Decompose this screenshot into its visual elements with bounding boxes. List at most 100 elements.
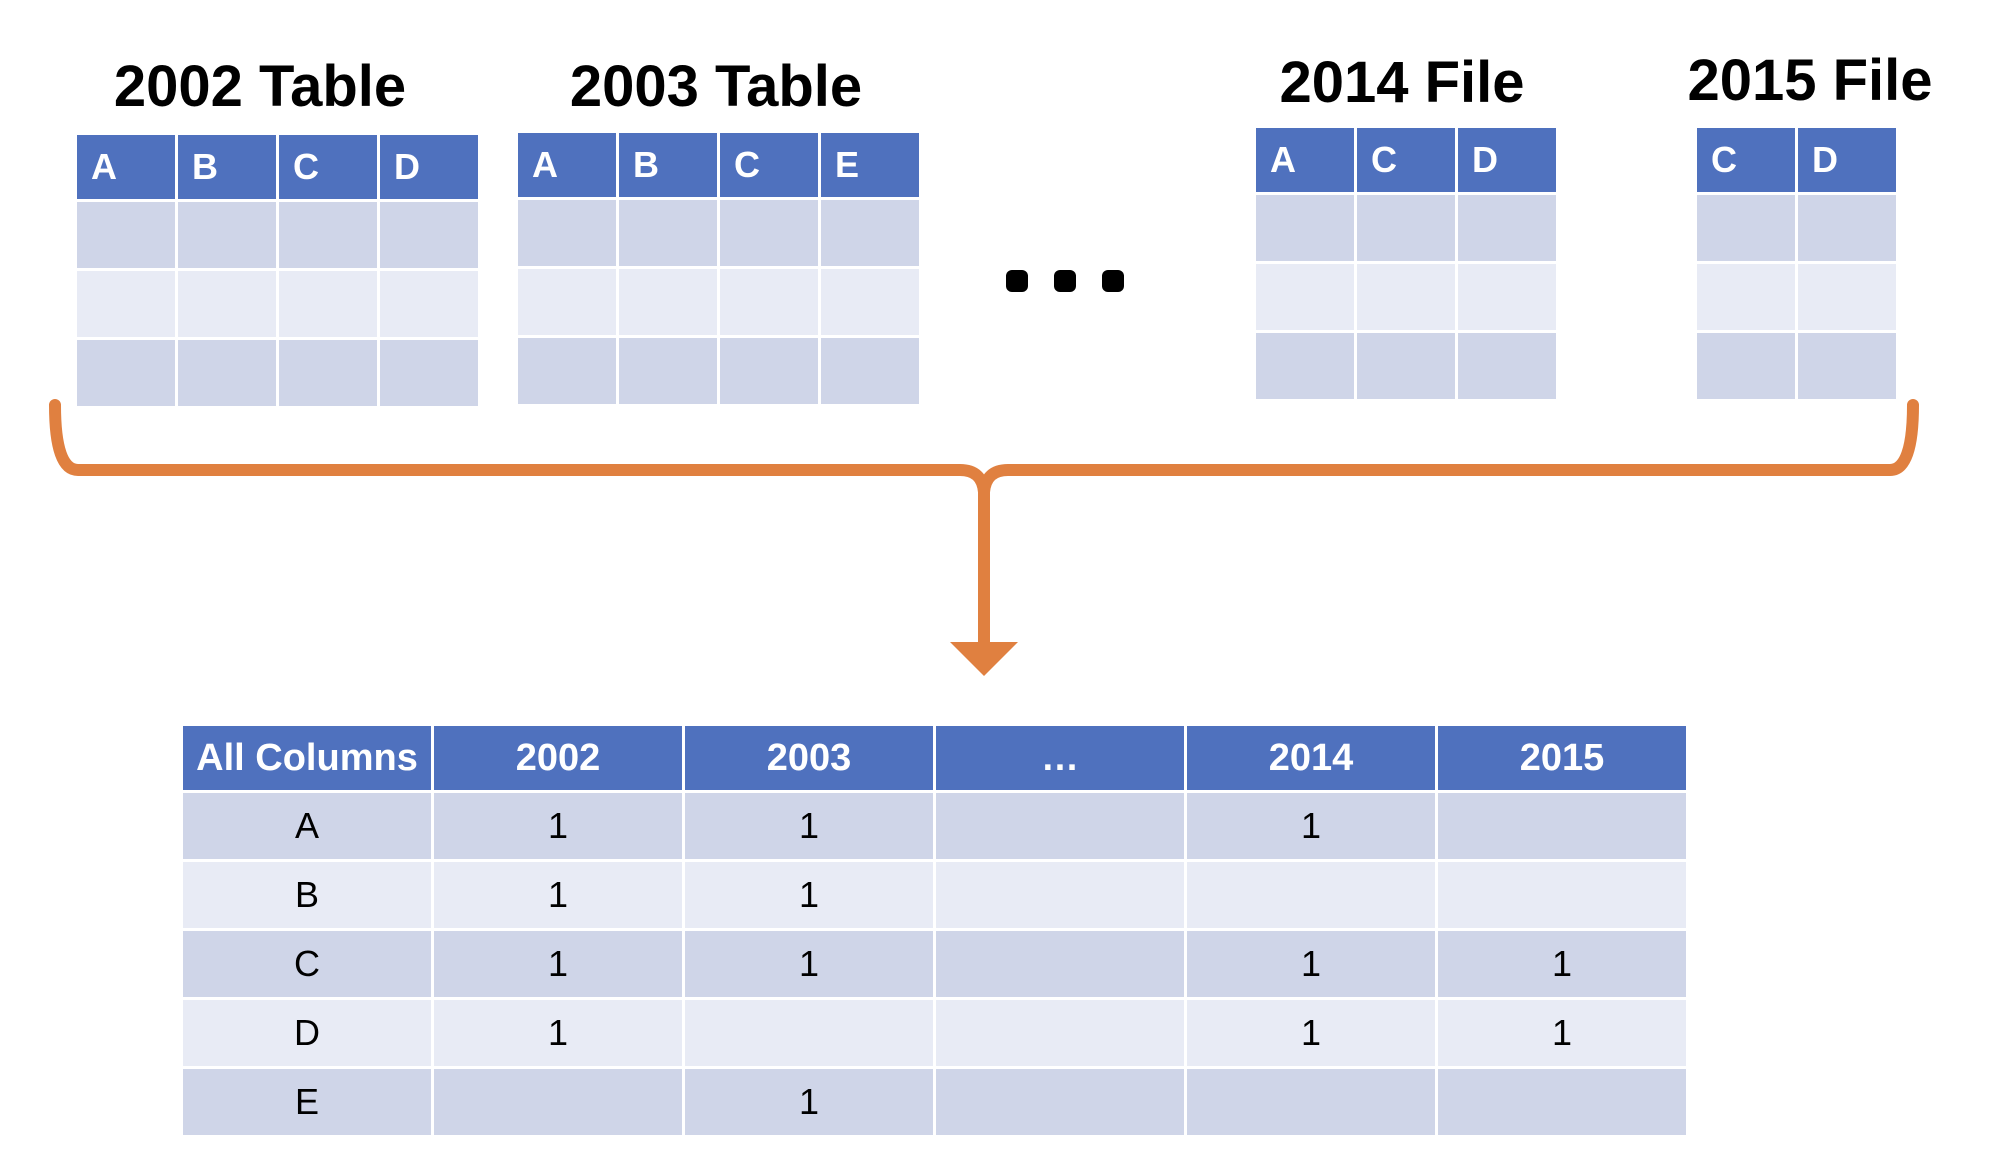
table-cell	[1256, 264, 1354, 330]
table-cell	[1697, 264, 1795, 330]
ellipsis-dot	[1102, 270, 1124, 292]
table-cell	[821, 338, 919, 404]
summary-cell: 1	[434, 931, 682, 997]
summary-header: All Columns	[183, 726, 431, 790]
column-header: C	[1697, 128, 1795, 192]
merge-bracket	[49, 399, 1919, 498]
source-table-2003: A B C E	[515, 130, 922, 407]
table-title-2015: 2015 File	[1687, 48, 1933, 113]
summary-cell: A	[183, 793, 431, 859]
source-table-2014: A C D	[1253, 125, 1559, 402]
table-cell	[720, 269, 818, 335]
summary-cell	[936, 793, 1184, 859]
table-cell	[518, 200, 616, 266]
column-header: E	[821, 133, 919, 197]
table-cell	[1256, 195, 1354, 261]
table-cell	[1798, 333, 1896, 399]
summary-cell: 1	[1187, 1000, 1435, 1066]
summary-cell	[434, 1069, 682, 1135]
summary-cell: C	[183, 931, 431, 997]
table-cell	[619, 338, 717, 404]
merge-arrow-head	[950, 642, 1018, 676]
summary-cell: 1	[685, 862, 933, 928]
table-row: E 1	[183, 1069, 1686, 1135]
table-cell	[77, 271, 175, 337]
table-title-2014: 2014 File	[1279, 50, 1525, 115]
table-cell	[1357, 264, 1455, 330]
column-header: A	[1256, 128, 1354, 192]
table-cell	[279, 202, 377, 268]
summary-cell: 1	[1438, 931, 1686, 997]
summary-cell	[936, 931, 1184, 997]
table-cell	[279, 340, 377, 406]
source-table-2002: A B C D	[74, 132, 481, 409]
summary-cell	[936, 862, 1184, 928]
summary-cell: D	[183, 1000, 431, 1066]
summary-cell: B	[183, 862, 431, 928]
summary-cell	[936, 1069, 1184, 1135]
table-cell	[1357, 195, 1455, 261]
table-cell	[720, 338, 818, 404]
summary-cell: 1	[685, 1069, 933, 1135]
table-row: C 1 1 1 1	[183, 931, 1686, 997]
summary-cell: E	[183, 1069, 431, 1135]
column-header: D	[1798, 128, 1896, 192]
ellipsis-dot	[1006, 270, 1028, 292]
table-cell	[1256, 333, 1354, 399]
table-cell	[279, 271, 377, 337]
table-title-2002: 2002 Table	[113, 54, 407, 119]
table-cell	[178, 202, 276, 268]
table-cell	[178, 340, 276, 406]
summary-header: 2015	[1438, 726, 1686, 790]
summary-table: All Columns 2002 2003 … 2014 2015 A 1 1 …	[180, 723, 1689, 1138]
summary-header: 2002	[434, 726, 682, 790]
table-row: A 1 1 1	[183, 793, 1686, 859]
source-table-2015: C D	[1694, 125, 1899, 402]
summary-cell: 1	[434, 862, 682, 928]
summary-cell: 1	[1187, 793, 1435, 859]
table-cell	[77, 340, 175, 406]
table-cell	[720, 200, 818, 266]
column-header: B	[178, 135, 276, 199]
table-cell	[1458, 264, 1556, 330]
summary-cell	[936, 1000, 1184, 1066]
column-header: B	[619, 133, 717, 197]
summary-cell: 1	[434, 1000, 682, 1066]
column-header: C	[279, 135, 377, 199]
table-cell	[1798, 264, 1896, 330]
summary-cell	[1438, 793, 1686, 859]
table-cell	[619, 269, 717, 335]
summary-cell	[1187, 1069, 1435, 1135]
summary-header: …	[936, 726, 1184, 790]
summary-cell	[1438, 862, 1686, 928]
summary-cell	[1438, 1069, 1686, 1135]
table-cell	[619, 200, 717, 266]
table-title-2003: 2003 Table	[569, 54, 863, 119]
column-header: C	[720, 133, 818, 197]
table-cell	[178, 271, 276, 337]
table-cell	[1697, 333, 1795, 399]
table-cell	[1458, 195, 1556, 261]
table-cell	[821, 200, 919, 266]
summary-cell: 1	[1438, 1000, 1686, 1066]
table-cell	[1798, 195, 1896, 261]
table-cell	[821, 269, 919, 335]
table-cell	[518, 338, 616, 404]
table-row: D 1 1 1	[183, 1000, 1686, 1066]
column-header: D	[380, 135, 478, 199]
ellipsis-dot	[1054, 270, 1076, 292]
column-header: A	[77, 135, 175, 199]
table-cell	[77, 202, 175, 268]
table-cell	[1697, 195, 1795, 261]
table-cell	[380, 202, 478, 268]
column-header: D	[1458, 128, 1556, 192]
summary-header: 2014	[1187, 726, 1435, 790]
ellipsis-icon	[1006, 270, 1124, 292]
table-cell	[1458, 333, 1556, 399]
summary-cell	[1187, 862, 1435, 928]
summary-cell	[685, 1000, 933, 1066]
summary-cell: 1	[685, 931, 933, 997]
table-row: B 1 1	[183, 862, 1686, 928]
table-cell	[380, 340, 478, 406]
